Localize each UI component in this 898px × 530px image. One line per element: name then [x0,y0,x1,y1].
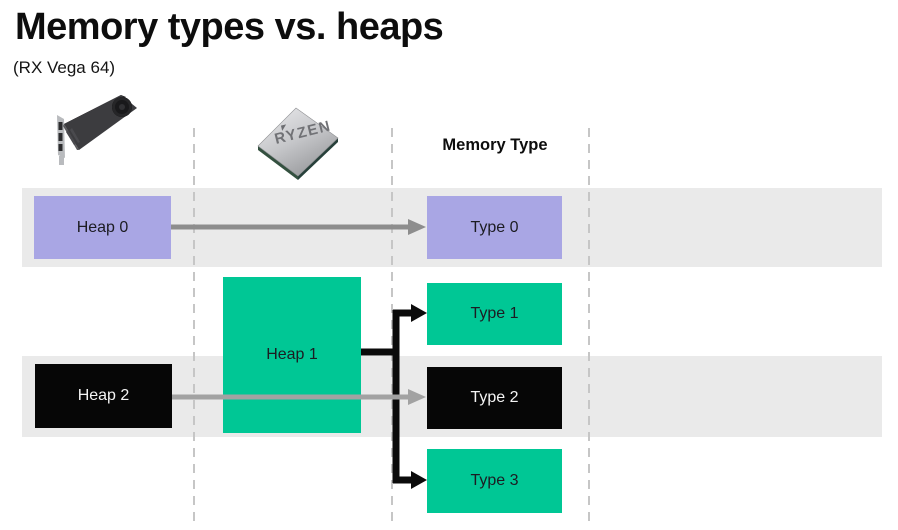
heap-0-box: Heap 0 [34,196,171,259]
slide-title: Memory types vs. heaps [15,6,444,48]
type-3-box: Type 3 [427,449,562,513]
column-divider-cpu-memorytype [391,128,393,521]
type-0-box: Type 0 [427,196,562,259]
slide-subtitle: (RX Vega 64) [13,58,116,77]
heap-1-box: Heap 1 [223,277,361,433]
type-1-box: Type 1 [427,283,562,345]
heap-2-box: Heap 2 [35,364,172,428]
column-divider-gpu-cpu [193,128,195,521]
gpu-card-icon [57,95,137,165]
column-divider-memorytype-right [588,128,590,521]
cpu-chip-icon: ◤ RYZEN [257,107,339,180]
type-2-box: Type 2 [427,367,562,429]
cpu-amd-logo: ◤ [281,124,289,132]
memory-type-column-header: Memory Type [442,136,548,154]
